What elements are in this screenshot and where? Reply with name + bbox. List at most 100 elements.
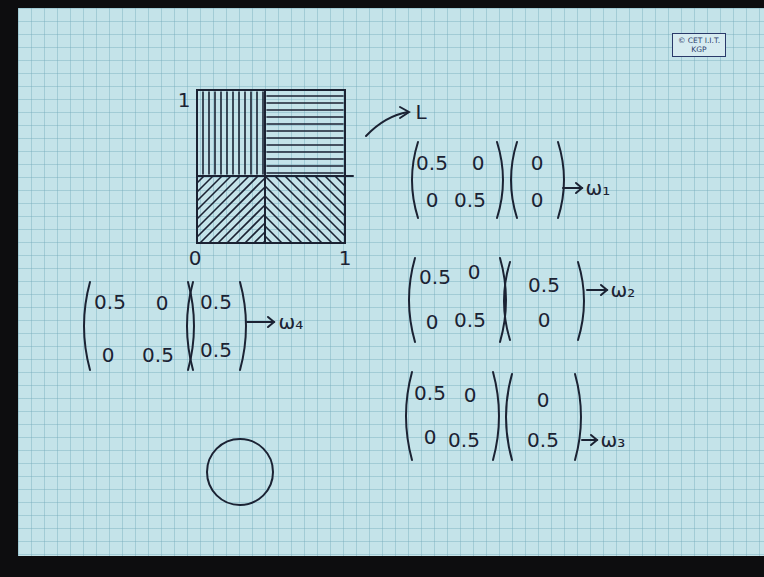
hatch-line [295, 176, 345, 226]
matrix-entry: 0 [426, 190, 439, 210]
arrow-head [400, 107, 409, 118]
hatch-line [226, 92, 228, 174]
hatch-line [275, 176, 342, 243]
hatch-line [267, 95, 343, 97]
matrix-entry: 0 [424, 427, 437, 447]
hatch-line [250, 92, 252, 174]
paren [84, 282, 90, 370]
hatch-line [214, 92, 216, 174]
paren [409, 258, 415, 342]
paren [497, 142, 503, 218]
hatch-line [265, 226, 282, 243]
paren [511, 142, 517, 218]
copyright-stamp: © CET I.I.T. KGP [672, 33, 726, 57]
matrix-entry: 0 [538, 310, 551, 330]
hatch-line [315, 176, 345, 206]
hatch-line [209, 187, 265, 243]
map-name: ω₄ [279, 312, 304, 332]
hatch-line [254, 232, 265, 243]
arrow-head [601, 285, 607, 295]
hatching [197, 92, 345, 243]
matrix-entry: 1 [339, 248, 352, 268]
matrix-entry: 0.5 [454, 310, 486, 330]
matrix-entry: 1 [178, 90, 191, 110]
hatch-line [325, 176, 345, 196]
paren [493, 372, 499, 460]
hatch-line [267, 137, 343, 139]
paren [575, 374, 581, 460]
map-name: ω₁ [586, 178, 611, 198]
hatch-line [232, 92, 234, 174]
matrix-entry: 0.5 [94, 292, 126, 312]
hatch-line [202, 92, 204, 174]
hatch-line [267, 158, 343, 160]
matrix-entry: 0.5 [454, 190, 486, 210]
arrow-head [268, 317, 274, 327]
matrix-entry: 0 [426, 312, 439, 332]
hatch-line [262, 92, 264, 174]
hatch-line [238, 92, 240, 174]
matrix-entry: 0.5 [200, 340, 232, 360]
hatch-line [267, 116, 343, 118]
paren [500, 258, 506, 342]
matrix-entry: 0 [102, 345, 115, 365]
hatch-line [267, 102, 343, 104]
arrow-line [587, 289, 607, 291]
paren [506, 374, 512, 460]
arrow-head [576, 183, 582, 193]
hatch-line [244, 92, 246, 174]
matrix-entry: 0 [189, 248, 202, 268]
hatch-line [256, 92, 258, 174]
paren [188, 282, 194, 370]
hatch-line [265, 236, 272, 243]
matrix-entry: 0.5 [142, 345, 174, 365]
matrix-entry: 0 [531, 153, 544, 173]
map-name: ω₃ [601, 430, 626, 450]
paren [558, 142, 564, 218]
hatch-line [335, 176, 345, 186]
arrow-line [247, 321, 274, 323]
parentheses [84, 142, 584, 460]
matrix-entry: L [415, 102, 426, 122]
hatch-line [197, 176, 240, 219]
matrix-entry: 0 [156, 293, 169, 313]
hatch-line [197, 176, 204, 183]
hatch-line [197, 176, 258, 237]
hatch-line [208, 92, 210, 174]
hatch-line [267, 144, 343, 146]
matrix-entry: 0.5 [419, 267, 451, 287]
matrix-entry: 0.5 [416, 153, 448, 173]
matrix-entry: 0 [531, 190, 544, 210]
map-arrows [247, 183, 607, 445]
hatch-line [305, 176, 345, 216]
hatch-line [263, 241, 265, 243]
paper-ground [18, 8, 764, 556]
matrix-entry: 0 [468, 262, 481, 282]
matrix-entry: 0.5 [528, 275, 560, 295]
paren [240, 282, 246, 370]
matrix-entry: 0 [464, 385, 477, 405]
matrix-entry: 0.5 [414, 383, 446, 403]
hatch-line [267, 109, 343, 111]
hatch-line [218, 196, 265, 243]
circle-sketch [207, 439, 273, 505]
hatch-line [197, 176, 213, 192]
paren [406, 372, 412, 460]
curved-arrow [366, 112, 408, 136]
paren [578, 262, 584, 340]
hatch-line [197, 176, 231, 210]
paren [504, 262, 510, 340]
matrix-entry: 0 [472, 153, 485, 173]
hatch-line [265, 176, 332, 243]
divider [264, 90, 266, 243]
hatch-line [267, 151, 343, 153]
matrix-entry: 0.5 [448, 430, 480, 450]
hatch-line [265, 206, 302, 243]
arrow-line [563, 187, 582, 189]
hatch-line [265, 196, 312, 243]
hatch-line [220, 92, 222, 174]
paren [187, 282, 193, 370]
hatch-line [267, 165, 343, 167]
hatch-line [285, 176, 345, 236]
